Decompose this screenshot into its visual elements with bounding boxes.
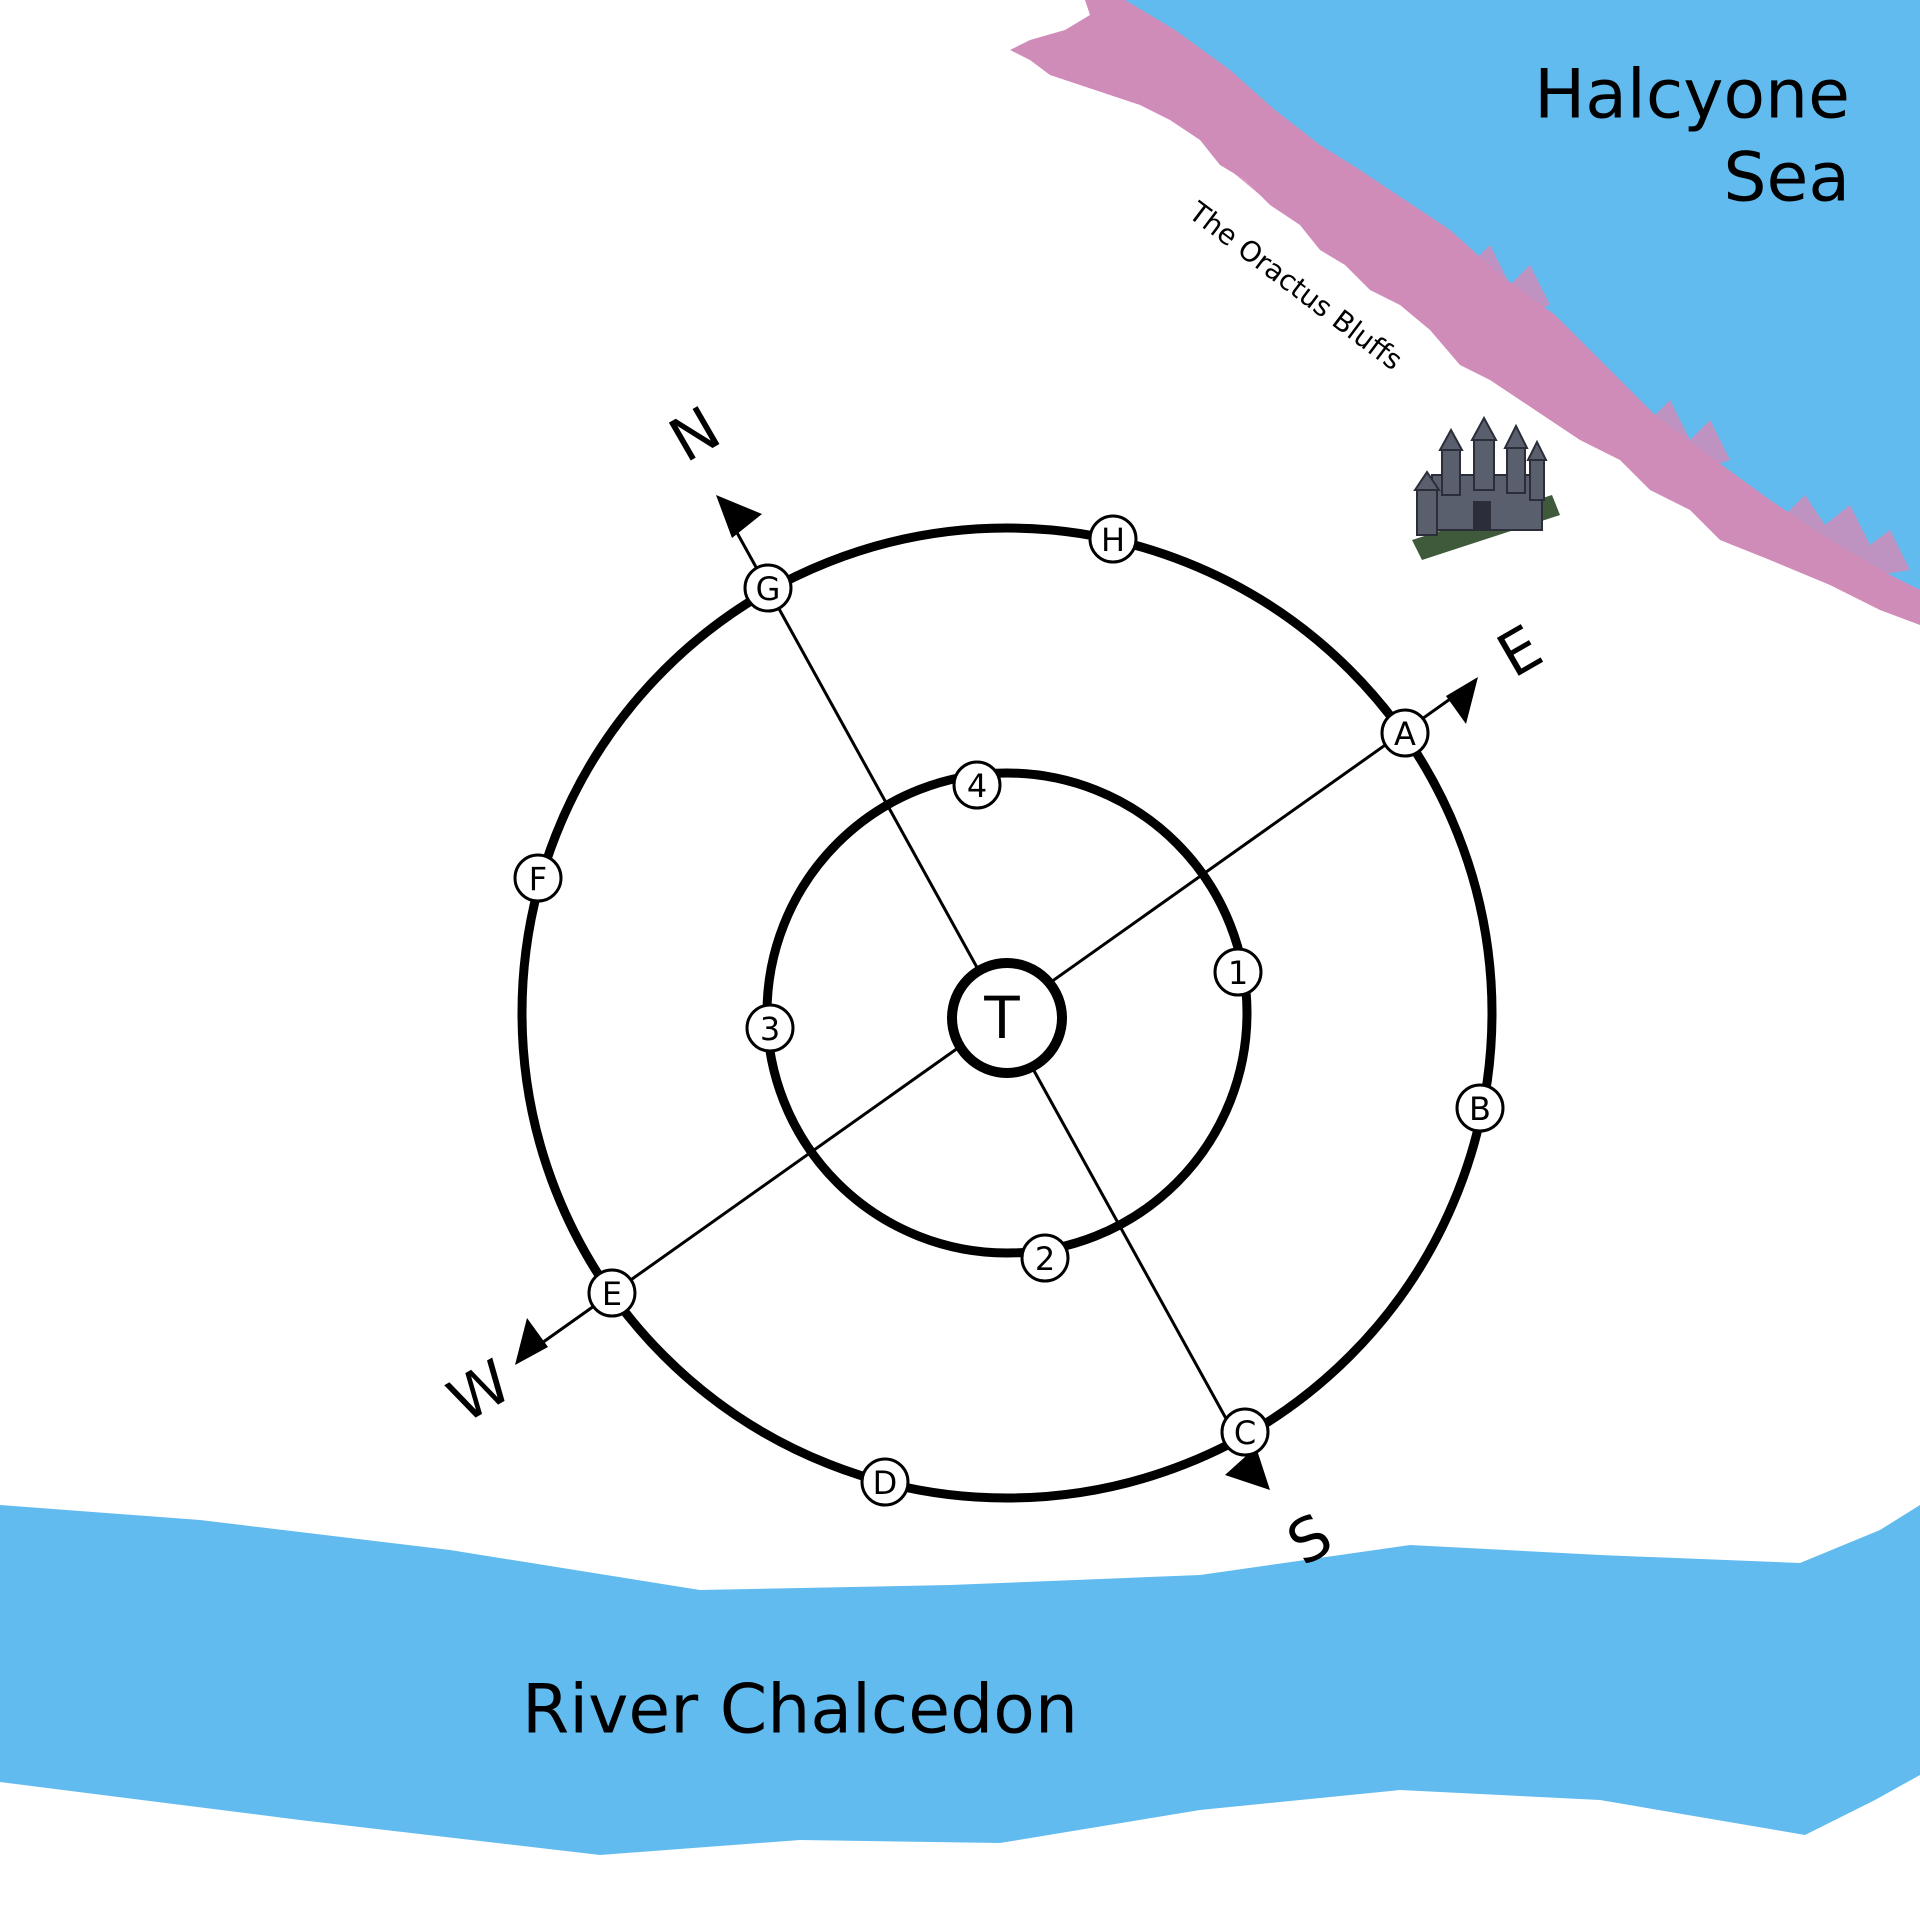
inner-marker-1: 1 bbox=[1213, 947, 1263, 997]
inner-marker-circle bbox=[952, 760, 1002, 810]
sea-label-line1: Halcyone bbox=[1534, 56, 1850, 135]
outer-marker-circle bbox=[860, 1457, 910, 1507]
outer-marker-label: E bbox=[602, 1275, 622, 1313]
outer-ring bbox=[517, 523, 1497, 1503]
inner-marker-4: 4 bbox=[952, 760, 1002, 810]
outer-marker-a: A bbox=[1380, 708, 1430, 758]
outer-marker-circle bbox=[1220, 1407, 1270, 1457]
outer-marker-circle bbox=[587, 1268, 637, 1318]
inner-marker-label: 1 bbox=[1228, 954, 1248, 992]
outer-marker-label: C bbox=[1234, 1414, 1256, 1452]
outer-marker-f: F bbox=[513, 853, 563, 903]
west-arrow bbox=[515, 1318, 548, 1365]
outer-marker-label: H bbox=[1101, 521, 1125, 559]
outer-marker-circle bbox=[743, 563, 793, 613]
outer-marker-label: A bbox=[1394, 715, 1416, 753]
outer-ring-markers: A B C D E F G H bbox=[513, 514, 1505, 1507]
north-arrow bbox=[716, 495, 762, 538]
north-label: N bbox=[658, 393, 732, 476]
inner-marker-label: 4 bbox=[967, 767, 987, 805]
inner-marker-circle bbox=[1213, 947, 1263, 997]
outer-marker-b: B bbox=[1455, 1083, 1505, 1133]
east-label: E bbox=[1486, 612, 1554, 692]
outer-marker-e: E bbox=[587, 1268, 637, 1318]
inner-marker-3: 3 bbox=[745, 1003, 795, 1053]
outer-marker-circle bbox=[1088, 514, 1138, 564]
outer-marker-label: D bbox=[873, 1464, 898, 1502]
inner-marker-label: 3 bbox=[760, 1010, 780, 1048]
inner-marker-circle bbox=[1020, 1233, 1070, 1283]
inner-marker-circle bbox=[745, 1003, 795, 1053]
outer-marker-circle bbox=[513, 853, 563, 903]
south-arrow bbox=[1225, 1447, 1270, 1490]
outer-marker-label: F bbox=[529, 860, 547, 898]
center-marker-circle bbox=[947, 958, 1067, 1078]
outer-marker-c: C bbox=[1220, 1407, 1270, 1457]
river-label: River Chalcedon bbox=[522, 1671, 1078, 1750]
outer-marker-h: H bbox=[1088, 514, 1138, 564]
sea-label-line2: Sea bbox=[1723, 139, 1850, 218]
river-chalcedon bbox=[0, 1505, 1920, 1855]
inner-marker-label: 2 bbox=[1035, 1240, 1055, 1278]
inner-marker-2: 2 bbox=[1020, 1233, 1070, 1283]
inner-ring-markers: 1 2 3 4 bbox=[745, 760, 1263, 1283]
bluffs-mountains bbox=[1010, 0, 1920, 625]
outer-marker-label: G bbox=[756, 570, 781, 608]
outer-marker-label: B bbox=[1469, 1090, 1491, 1128]
east-arrow bbox=[1446, 677, 1478, 724]
castle-icon bbox=[1412, 415, 1560, 560]
center-marker-label: T bbox=[983, 984, 1020, 1052]
outer-marker-circle bbox=[1455, 1083, 1505, 1133]
outer-marker-d: D bbox=[860, 1457, 910, 1507]
outer-marker-g: G bbox=[743, 563, 793, 613]
outer-marker-circle bbox=[1380, 708, 1430, 758]
west-label: W bbox=[437, 1347, 523, 1437]
